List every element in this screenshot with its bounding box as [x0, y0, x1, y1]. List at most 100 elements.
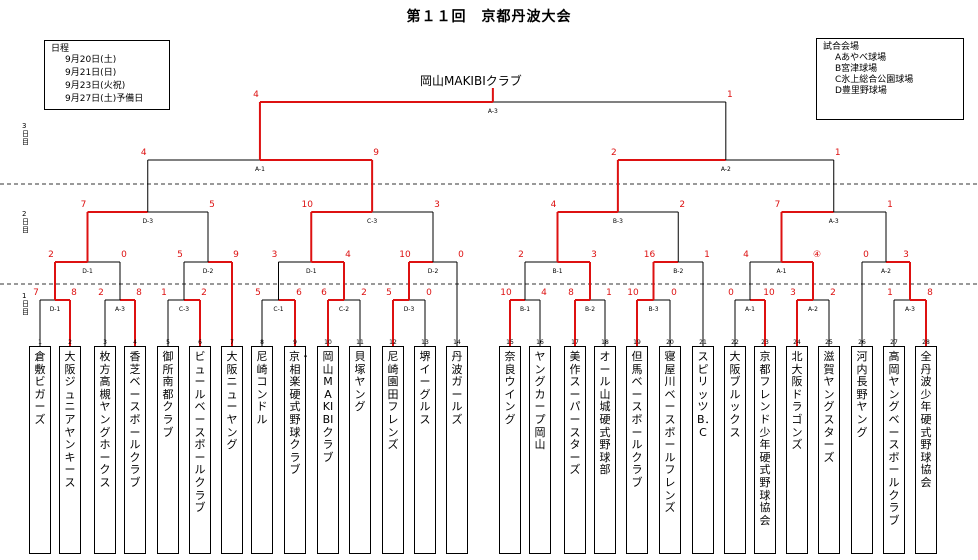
schedule-title: 日程 [51, 44, 70, 54]
score-right: 2 [679, 200, 685, 210]
team-name: 北大阪ドラゴンズ [791, 350, 803, 452]
score-left: 16 [644, 250, 656, 260]
score-right: 1 [727, 90, 733, 100]
team-number: 1 [38, 339, 42, 346]
score-left: 5 [386, 288, 392, 298]
score-left: 5 [255, 288, 261, 298]
match-code: D-1 [306, 268, 317, 275]
team-number: 16 [536, 339, 544, 346]
score-right: 1 [887, 200, 893, 210]
score-left: 4 [551, 200, 557, 210]
match-code: C-3 [367, 218, 377, 225]
venues-title: 試合会場 [823, 42, 860, 52]
team-name: 尼崎コンドル [256, 350, 268, 426]
score-left: 2 [98, 288, 104, 298]
score-left: 1 [887, 288, 893, 298]
team-number: 7 [230, 339, 234, 346]
team-number: 12 [389, 339, 397, 346]
score-left: 4 [743, 250, 749, 260]
match-code: A-1 [777, 268, 787, 275]
team-number: 4 [133, 339, 137, 346]
venue-item: C氷上総合公園球場 [835, 75, 914, 85]
team-name: 香芝ベースボールクラブ [129, 350, 141, 489]
score-right: 2 [201, 288, 207, 298]
team-name: スピリッツB．C [697, 350, 716, 439]
team-box: 岡山MAKIBIクラブ [317, 346, 339, 554]
score-left: 7 [775, 200, 781, 210]
score-left: 10 [399, 250, 411, 260]
score-left: 10 [627, 288, 639, 298]
team-number: 18 [601, 339, 609, 346]
team-number: 11 [356, 339, 364, 346]
match-code: D-1 [50, 306, 61, 313]
team-box: 大阪ジュニアヤンキース [59, 346, 81, 554]
match-code: C-3 [179, 306, 189, 313]
score-right: 5 [209, 200, 215, 210]
match-code: A-1 [745, 306, 755, 313]
team-name: 大阪ブルックス [729, 350, 741, 439]
team-number: 24 [793, 339, 801, 346]
score-left: 2 [48, 250, 54, 260]
match-code: A-3 [905, 306, 915, 313]
team-number: 21 [699, 339, 707, 346]
team-number: 8 [260, 339, 264, 346]
match-code: C-2 [339, 306, 349, 313]
team-name: 枚方高槻ヤングホークス [99, 350, 111, 489]
score-right: 1 [704, 250, 710, 260]
team-number: 26 [858, 339, 866, 346]
team-box: 但馬ベースボールクラブ [626, 346, 648, 554]
team-box: 堺イーグルス [414, 346, 436, 554]
team-box: 河内長野ヤング [851, 346, 873, 554]
team-number: 20 [666, 339, 674, 346]
team-number: 5 [166, 339, 170, 346]
match-code: A-3 [488, 108, 498, 115]
team-box: 大阪ニューヤング [221, 346, 243, 554]
team-name: 河内長野ヤング [856, 350, 868, 439]
round-label-day1: 1日目 [22, 292, 29, 316]
team-name: 但馬ベースボールクラブ [631, 350, 643, 489]
team-number: 23 [761, 339, 769, 346]
team-name: 寝屋川ベースボールフレンズ [664, 350, 676, 515]
team-name: ヤングカープ岡山 [534, 350, 546, 452]
match-code: D-2 [428, 268, 439, 275]
team-number: 2 [68, 339, 72, 346]
score-right: 0 [458, 250, 464, 260]
team-box: 丹波ガールズ [446, 346, 468, 554]
team-number: 9 [293, 339, 297, 346]
score-right: 1 [606, 288, 612, 298]
team-box: 全丹波少年硬式野球協会 [915, 346, 937, 554]
match-code: D-2 [203, 268, 214, 275]
team-number: 14 [453, 339, 461, 346]
team-number: 6 [198, 339, 202, 346]
score-left: 0 [728, 288, 734, 298]
match-code: A-2 [808, 306, 818, 313]
team-name: 高岡ヤングベースボールクラブ [888, 350, 900, 527]
schedule-date: 9月21日(日) [65, 68, 117, 78]
round-label-day2: 2日目 [22, 210, 29, 234]
score-left: 10 [302, 200, 314, 210]
team-box: オール山城硬式野球部 [594, 346, 616, 554]
team-box: 尼崎コンドル [251, 346, 273, 554]
team-number: 25 [825, 339, 833, 346]
match-code: D-3 [404, 306, 415, 313]
score-left: 8 [568, 288, 574, 298]
venue-item: B宮津球場 [835, 64, 878, 74]
team-box: 奈良ウイング [499, 346, 521, 554]
team-name: 滋賀ヤングスターズ [823, 350, 835, 464]
match-code: B-1 [520, 306, 530, 313]
team-box: 滋賀ヤングスターズ [818, 346, 840, 554]
team-name: 倉敷ビガーズ [34, 350, 46, 426]
team-name: 堺イーグルス [419, 350, 431, 426]
team-name: 美作スーパースターズ [569, 350, 581, 477]
match-code: B-2 [585, 306, 595, 313]
schedule-box: 日程 9月20日(土) 9月21日(日) 9月23日(火祝) 9月27日(土)予… [44, 40, 170, 110]
score-right: 8 [927, 288, 933, 298]
team-name: オール山城硬式野球部 [599, 350, 611, 477]
team-box: 香芝ベースボールクラブ [124, 346, 146, 554]
match-code: A-3 [115, 306, 125, 313]
score-right: 9 [373, 148, 379, 158]
score-left: 3 [790, 288, 796, 298]
score-right: 4 [541, 288, 547, 298]
schedule-date: 9月27日(土)予備日 [65, 94, 144, 104]
